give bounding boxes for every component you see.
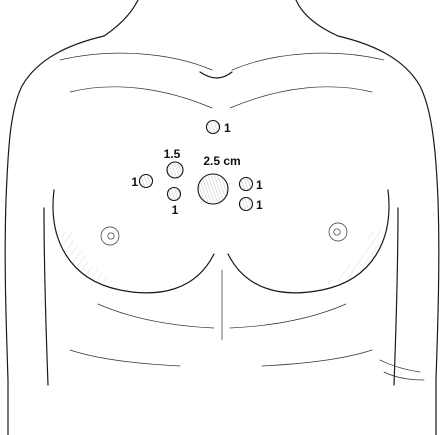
abdomen-right-contour bbox=[230, 304, 346, 328]
neck-left-outline bbox=[104, 0, 138, 36]
neck-right-outline bbox=[296, 0, 338, 36]
right-breast-shading bbox=[322, 230, 382, 286]
left-nipple bbox=[101, 227, 119, 245]
site-label-5: 2.5 cm bbox=[203, 154, 240, 168]
site-label-4: 1 bbox=[172, 203, 179, 217]
site-marker-3 bbox=[140, 175, 153, 188]
left-clavicle bbox=[60, 53, 212, 70]
left-pectoral-contour bbox=[70, 87, 212, 108]
left-shoulder-arm-outline bbox=[5, 36, 104, 435]
site-marker-1 bbox=[207, 121, 220, 134]
right-torso-side bbox=[394, 208, 398, 385]
site-label-1: 1 bbox=[224, 121, 231, 135]
abdomen-lower-right bbox=[262, 350, 372, 366]
site-label-3: 1 bbox=[131, 175, 138, 189]
suprasternal-notch bbox=[200, 72, 232, 78]
right-pectoral-contour bbox=[230, 87, 372, 108]
site-label-2: 1.5 bbox=[164, 147, 181, 161]
right-nipple bbox=[329, 223, 347, 241]
site-marker-7 bbox=[240, 198, 253, 211]
site-marker-5 bbox=[198, 174, 228, 204]
site-marker-4 bbox=[168, 188, 181, 201]
right-clavicle bbox=[232, 53, 384, 70]
site-marker-6 bbox=[240, 178, 253, 191]
abdomen-lower-left bbox=[70, 350, 180, 366]
right-hand-outline bbox=[380, 360, 424, 380]
site-markers: 1 1.5 1 1 2.5 cm 1 1 bbox=[131, 121, 263, 218]
left-breast-outline bbox=[53, 190, 214, 293]
left-torso-side bbox=[44, 208, 48, 385]
right-shoulder-arm-outline bbox=[338, 36, 439, 435]
abdomen-left-contour bbox=[98, 304, 214, 328]
site-label-6: 1 bbox=[256, 178, 263, 192]
left-breast-shading bbox=[60, 230, 120, 286]
site-marker-2 bbox=[167, 162, 183, 178]
site-label-7: 1 bbox=[256, 198, 263, 212]
